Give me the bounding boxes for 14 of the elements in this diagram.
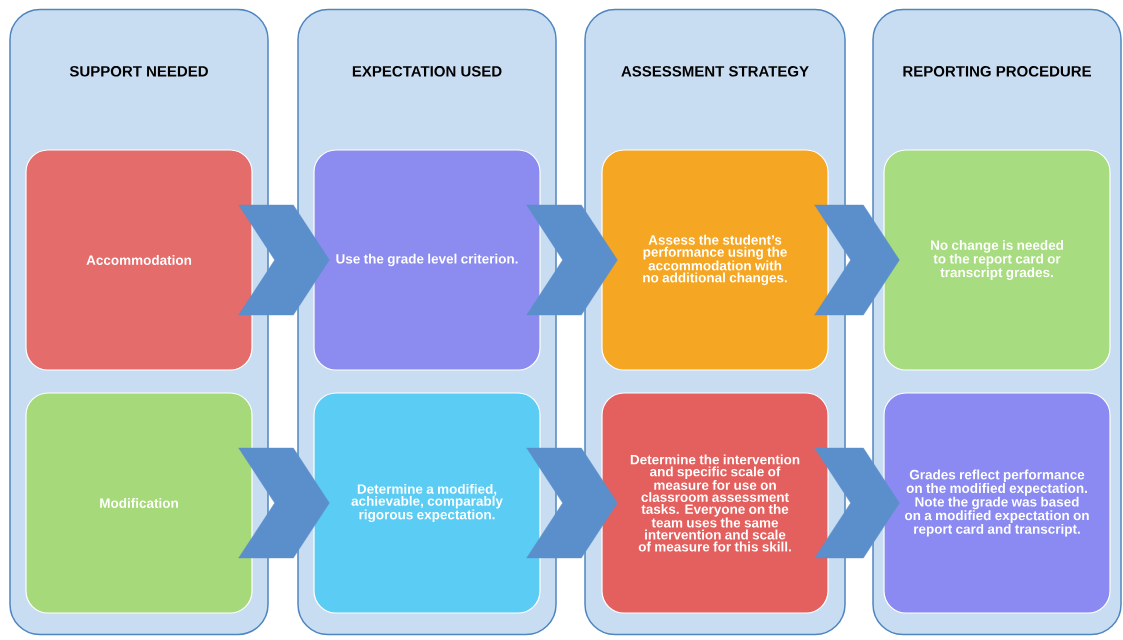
rounded-box: Accommodation [25,149,253,371]
rounded-box: Assess the student’s performance using the accommodation with no additional changes. [601,149,829,371]
chevron-arrow [814,204,900,316]
rounded-box: Grades reflect performance on the modified expectation. Note the grade was based on a modified expectation on report card and transcript. [883,392,1111,614]
chevron-arrow [814,447,900,559]
chevron-arrow [526,204,618,316]
rounded-box: Use the grade level criterion. [313,149,541,371]
rounded-box: Determine the intervention and specific scale of measure for use on classroom assessment tasks. Everyone on the team uses the same intervention and scale of measure for this skill. [601,392,829,614]
chevron-arrow [238,204,330,316]
rounded-box: Determine a modified, achievable, comparably rigorous expectation. [313,392,541,614]
chevron-arrow [526,447,618,559]
chevron-arrow [238,447,330,559]
rounded-box: No change is needed to the report card or transcript grades. [883,149,1111,371]
rounded-box: Modification [25,392,253,614]
